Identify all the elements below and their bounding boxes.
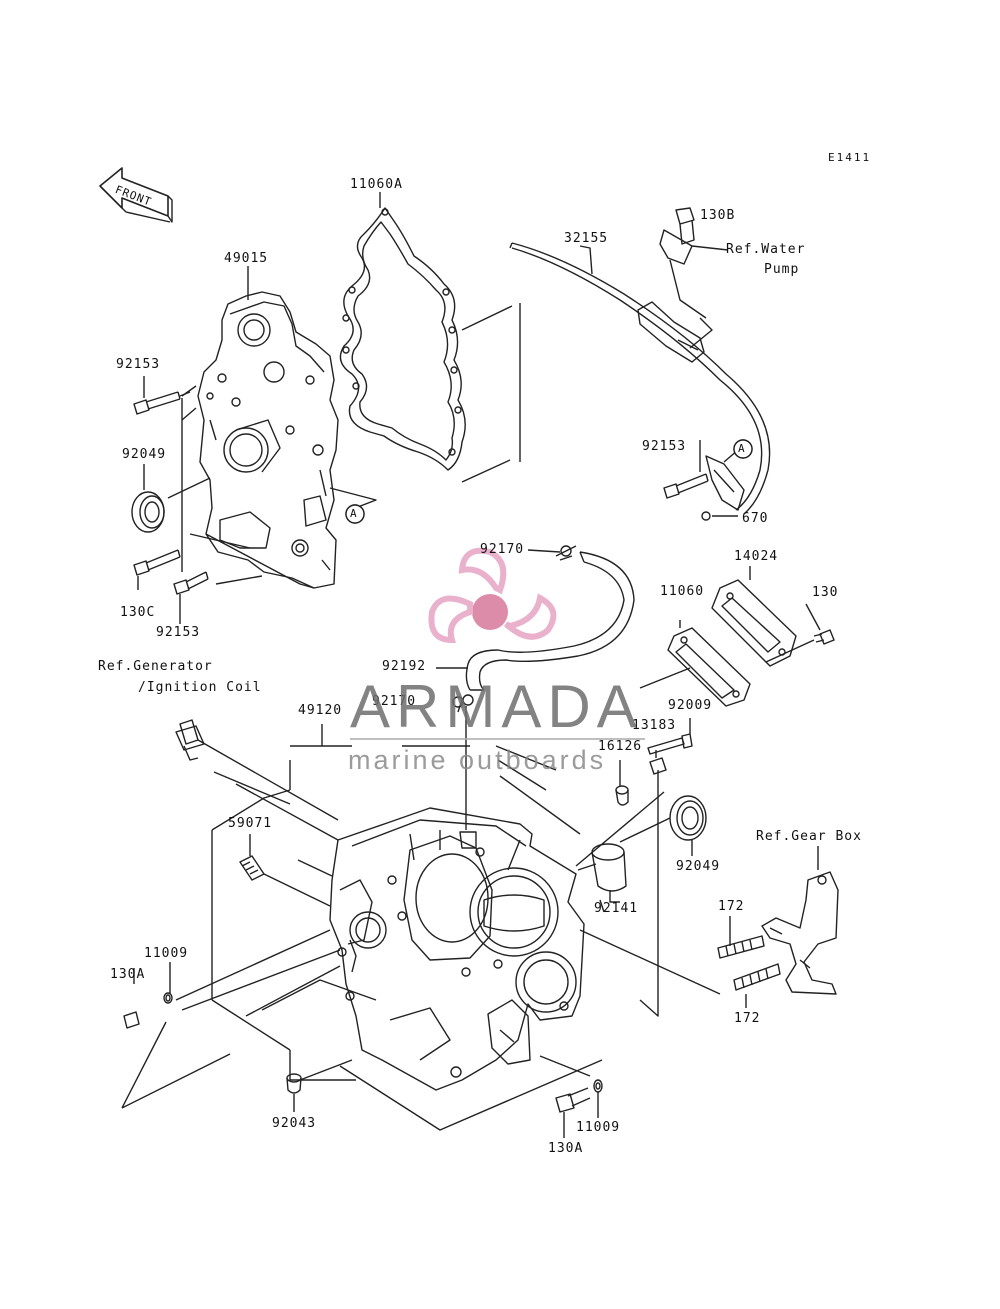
washer-11009-right bbox=[593, 1079, 603, 1093]
label-92043: 92043 bbox=[272, 1116, 317, 1131]
clamp-92170-upper bbox=[555, 545, 577, 561]
label-ref-water-pump-2: Pump bbox=[764, 262, 800, 277]
gasket-11060a bbox=[339, 207, 521, 483]
label-16126: 16126 bbox=[598, 739, 643, 754]
label-11060a: 11060A bbox=[350, 177, 403, 192]
stud-172-upper bbox=[717, 935, 765, 959]
sensor-ref-generator bbox=[175, 719, 205, 761]
oil-pipe-32155 bbox=[509, 242, 771, 515]
label-172-b: 172 bbox=[734, 1011, 761, 1026]
label-ref-generator-1: Ref.Generator bbox=[98, 659, 213, 674]
bushing-92141 bbox=[591, 843, 627, 903]
label-130a-a: 130A bbox=[110, 967, 146, 982]
label-670: 670 bbox=[742, 511, 769, 526]
dowel-92043 bbox=[286, 1073, 302, 1094]
label-14024: 14024 bbox=[734, 549, 779, 564]
label-130: 130 bbox=[812, 585, 839, 600]
diagram-code: E1411 bbox=[828, 151, 872, 164]
callout-a-left-label: A bbox=[350, 507, 357, 520]
watermark-subtitle: marine outboards bbox=[348, 745, 607, 775]
label-92153-b: 92153 bbox=[156, 625, 201, 640]
bolt-130a-right bbox=[555, 1087, 591, 1113]
cover-plate-14024 bbox=[711, 566, 797, 667]
label-92049-b: 92049 bbox=[676, 859, 721, 874]
callout-a-right-label: A bbox=[738, 442, 745, 455]
label-13183: 13183 bbox=[632, 718, 677, 733]
gear-box-bracket bbox=[761, 846, 839, 995]
label-92170-a: 92170 bbox=[480, 542, 525, 557]
clamp-92170-lower bbox=[452, 694, 474, 708]
hose-92192 bbox=[465, 551, 635, 691]
label-49015: 49015 bbox=[224, 251, 269, 266]
label-172-a: 172 bbox=[718, 899, 745, 914]
bolt-130 bbox=[813, 629, 835, 645]
watermark-title: ARMADA bbox=[350, 673, 643, 740]
plug-13183 bbox=[649, 750, 667, 775]
dowel-16126 bbox=[615, 760, 629, 806]
oil-seal-92049-upper bbox=[131, 491, 165, 533]
gasket-11060 bbox=[667, 620, 751, 707]
label-32155: 32155 bbox=[564, 231, 609, 246]
label-130c: 130C bbox=[120, 605, 156, 620]
label-49120: 49120 bbox=[298, 703, 343, 718]
bolt-92153-lower bbox=[173, 571, 209, 595]
gear-case-49120 bbox=[329, 807, 585, 1091]
label-ref-gear-box: Ref.Gear Box bbox=[756, 829, 862, 844]
label-ref-generator-2: /Ignition Coil bbox=[138, 680, 262, 695]
label-92009: 92009 bbox=[668, 698, 713, 713]
gear-case-cover-49015 bbox=[197, 291, 339, 589]
label-11009-a: 11009 bbox=[144, 946, 189, 961]
label-92153-a: 92153 bbox=[116, 357, 161, 372]
label-92153-c: 92153 bbox=[642, 439, 687, 454]
front-arrow-icon bbox=[99, 167, 173, 223]
label-ref-water-pump-1: Ref.Water bbox=[726, 242, 806, 257]
bolt-130c bbox=[133, 549, 181, 576]
label-130b: 130B bbox=[700, 208, 736, 223]
bracket-water-pump bbox=[659, 207, 729, 319]
label-11060: 11060 bbox=[660, 584, 705, 599]
stud-59071 bbox=[239, 855, 265, 881]
washer-11009-left bbox=[163, 992, 173, 1004]
label-92141: 92141 bbox=[594, 901, 639, 916]
label-92170-b: 92170 bbox=[372, 694, 417, 709]
screw-92009 bbox=[647, 733, 693, 755]
label-92049-a: 92049 bbox=[122, 447, 167, 462]
label-130a-b: 130A bbox=[548, 1141, 584, 1156]
stud-172-lower bbox=[733, 963, 781, 991]
label-59071: 59071 bbox=[228, 816, 273, 831]
oil-seal-92049-lower bbox=[669, 795, 707, 841]
label-11009-b: 11009 bbox=[576, 1120, 621, 1135]
label-92192: 92192 bbox=[382, 659, 427, 674]
bolt-92153-pipe bbox=[663, 473, 709, 499]
bolt-130a-left bbox=[123, 1011, 140, 1029]
armada-logo-icon bbox=[428, 547, 557, 644]
